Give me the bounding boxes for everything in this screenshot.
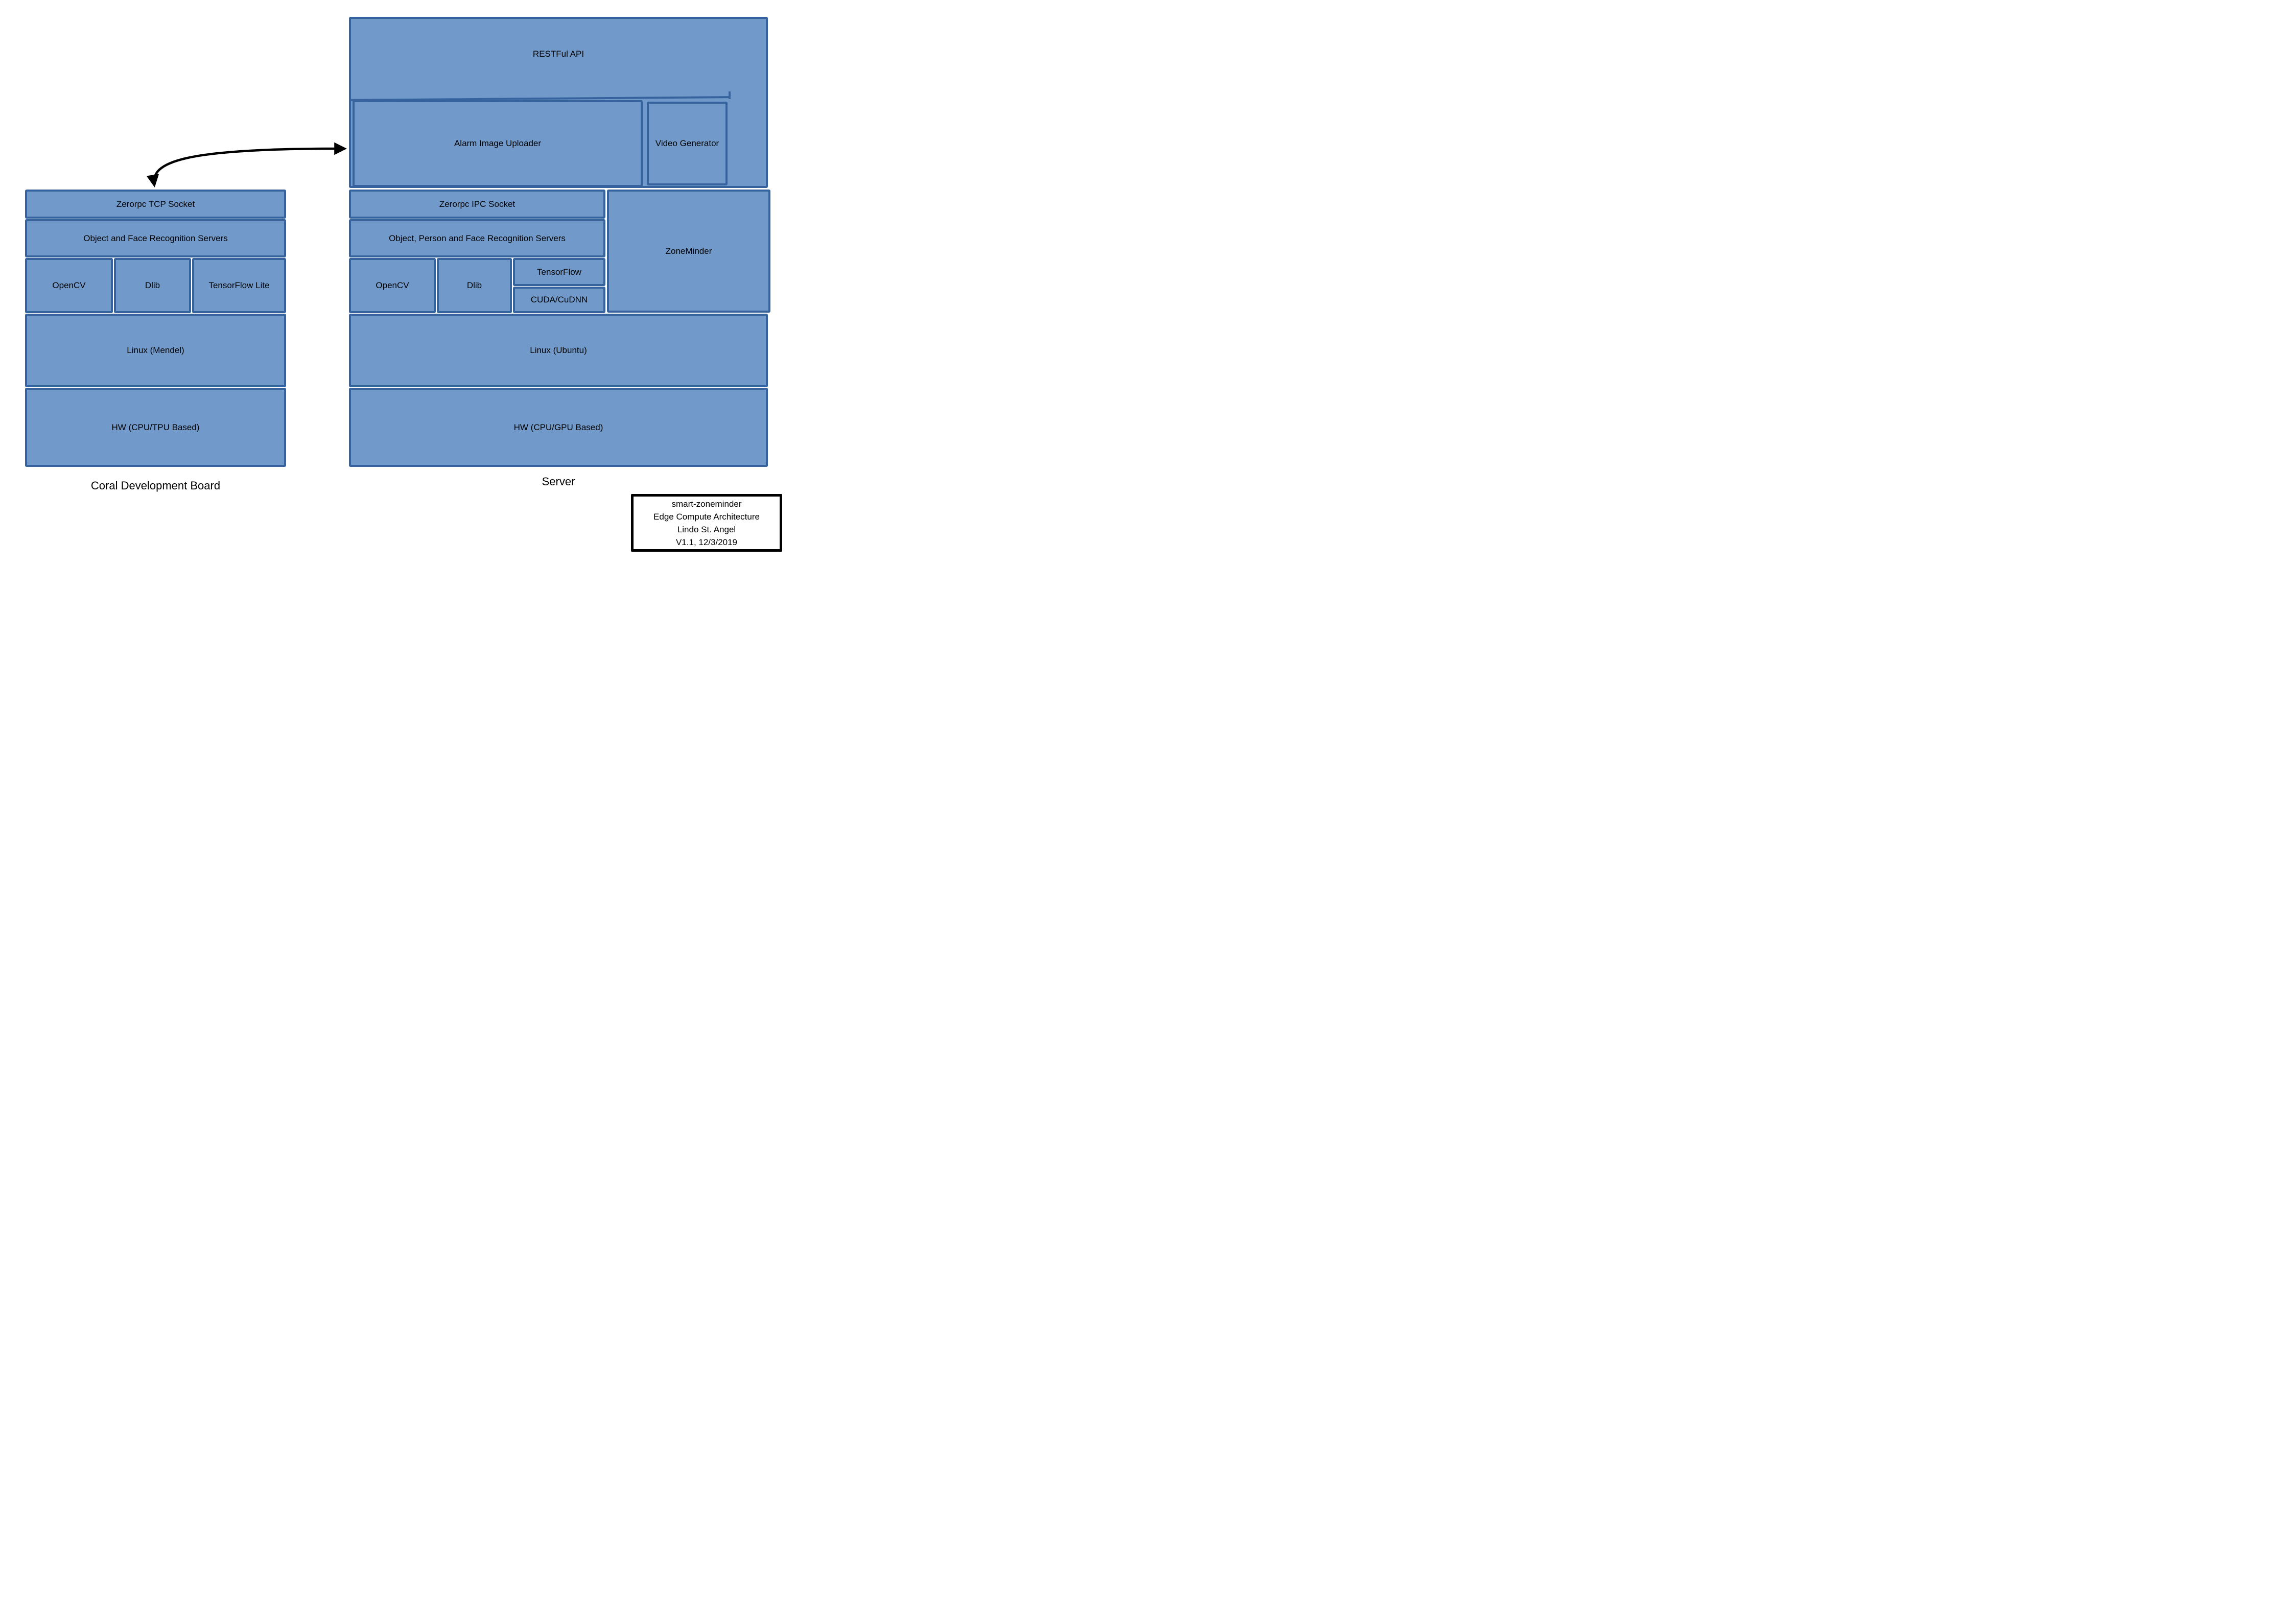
server-hw-label: HW (CPU/GPU Based) <box>513 422 603 432</box>
server-dlib-box: Dlib <box>437 258 512 313</box>
server-video-generator-box: Video Generator <box>647 102 728 185</box>
coral-tensorflow-lite-box: TensorFlow Lite <box>192 258 286 313</box>
server-linux-ubuntu-label: Linux (Ubuntu) <box>530 345 587 356</box>
server-tensorflow-label: TensorFlow <box>537 267 581 277</box>
server-cuda-cudnn-label: CUDA/CuDNN <box>530 295 588 305</box>
server-zerorpc-ipc-socket-box: Zerorpc IPC Socket <box>349 190 605 219</box>
server-cuda-cudnn-box: CUDA/CuDNN <box>513 287 605 313</box>
coral-dlib-label: Dlib <box>145 280 160 291</box>
title-block-line4: V1.1, 12/3/2019 <box>675 537 738 547</box>
server-zoneminder-label: ZoneMinder <box>665 246 712 256</box>
server-zerorpc-ipc-socket-label: Zerorpc IPC Socket <box>439 199 516 209</box>
coral-tensorflow-lite-label: TensorFlow Lite <box>208 280 270 291</box>
coral-dlib-box: Dlib <box>114 258 191 313</box>
coral-hw-box: HW (CPU/TPU Based) <box>25 388 286 467</box>
title-block-line1: smart-zoneminder <box>671 499 742 509</box>
coral-zerorpc-tcp-socket-label: Zerorpc TCP Socket <box>116 199 195 209</box>
coral-opencv-label: OpenCV <box>52 280 86 291</box>
coral-linux-mendel-label: Linux (Mendel) <box>127 345 184 356</box>
server-alarm-image-uploader-label: Alarm Image Uploader <box>454 138 542 149</box>
connector-arrow-path <box>146 142 347 187</box>
architecture-diagram: Zerorpc TCP Socket Object and Face Recog… <box>0 0 789 558</box>
coral-hw-label: HW (CPU/TPU Based) <box>111 422 200 432</box>
server-opencv-box: OpenCV <box>349 258 436 313</box>
restful-api-divider-stub <box>729 91 731 99</box>
coral-recognition-servers-box: Object and Face Recognition Servers <box>25 219 286 257</box>
server-opencv-label: OpenCV <box>376 280 409 291</box>
server-zoneminder-box: ZoneMinder <box>607 190 770 313</box>
server-dlib-label: Dlib <box>466 280 482 291</box>
server-recognition-servers-label: Object, Person and Face Recognition Serv… <box>389 233 566 243</box>
coral-caption: Coral Development Board <box>90 479 221 492</box>
title-block-line2: Edge Compute Architecture <box>653 511 760 522</box>
server-alarm-image-uploader-box: Alarm Image Uploader <box>353 100 643 187</box>
coral-zerorpc-tcp-socket-box: Zerorpc TCP Socket <box>25 190 286 219</box>
coral-opencv-box: OpenCV <box>25 258 113 313</box>
server-linux-ubuntu-box: Linux (Ubuntu) <box>349 314 768 387</box>
server-restful-api-label: RESTFul API <box>532 49 584 59</box>
server-recognition-servers-box: Object, Person and Face Recognition Serv… <box>349 219 605 257</box>
title-block-line3: Lindo St. Angel <box>677 524 736 534</box>
server-tensorflow-box: TensorFlow <box>513 258 605 286</box>
coral-linux-mendel-box: Linux (Mendel) <box>25 314 286 387</box>
server-video-generator-label: Video Generator <box>655 138 719 149</box>
server-hw-box: HW (CPU/GPU Based) <box>349 388 768 467</box>
server-caption: Server <box>542 475 575 488</box>
coral-recognition-servers-label: Object and Face Recognition Servers <box>83 233 228 243</box>
title-block: smart-zoneminder Edge Compute Architectu… <box>631 494 782 552</box>
